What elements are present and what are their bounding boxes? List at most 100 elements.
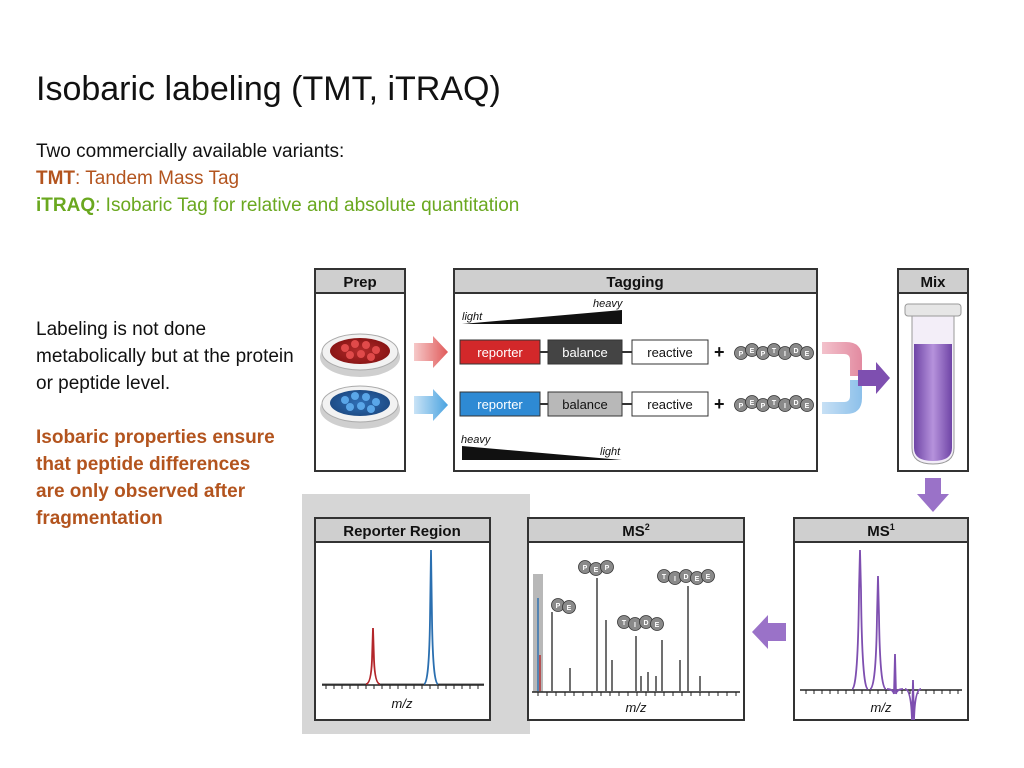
light-label-bottom: light	[600, 446, 621, 458]
residue-letter: E	[706, 574, 711, 581]
ms2-xlabel: m/z	[626, 700, 647, 715]
plus-sign-2: +	[714, 394, 725, 414]
plus-sign-1: +	[714, 342, 725, 362]
residue-bead: P	[600, 560, 614, 574]
heavy-label-top: heavy	[593, 298, 624, 310]
reporter-region-header: Reporter Region	[343, 523, 461, 540]
ms1-peak	[886, 653, 904, 695]
residue-letter: E	[655, 622, 660, 629]
residue-letter: P	[556, 603, 561, 610]
ms1-header: MS1	[867, 522, 895, 540]
residue-bead: E	[690, 571, 704, 585]
balance-label-light: balance	[562, 397, 608, 412]
reporter-peak-red	[365, 627, 381, 685]
tmt-line: TMT: Tandem Mass Tag	[36, 165, 519, 192]
residue-letter: T	[772, 400, 777, 407]
tmt-desc: : Tandem Mass Tag	[75, 168, 240, 189]
residue-letter: D	[643, 620, 648, 627]
itraq-line: iTRAQ: Isobaric Tag for relative and abs…	[36, 192, 519, 219]
ms1-peak	[904, 679, 922, 721]
reactive-label-2: reactive	[647, 397, 693, 412]
itraq-desc: : Isobaric Tag for relative and absolute…	[95, 195, 520, 216]
reporter-label-red: reporter	[477, 345, 523, 360]
residue-letter: T	[772, 348, 777, 355]
heavy-label-bottom: heavy	[461, 434, 492, 446]
residue-letter: D	[683, 574, 688, 581]
petri-dish-blue	[320, 385, 400, 429]
residue-letter: I	[784, 403, 786, 410]
residue-letter: P	[761, 351, 766, 358]
ms1-peak	[869, 575, 887, 690]
residue-letter: E	[594, 567, 599, 574]
ms1-panel: MS1 m/z	[793, 517, 969, 721]
residue-letter: T	[662, 574, 667, 581]
emphasis-text: Isobaric properties ensure that peptide …	[36, 427, 275, 529]
merge-arrow	[822, 342, 890, 414]
residue-bead: D	[789, 343, 803, 357]
itraq-abbr: iTRAQ	[36, 195, 96, 216]
note-text: Labeling is not done metabolically but a…	[36, 319, 294, 394]
ms1-peak	[851, 549, 869, 690]
balance-label-dark: balance	[562, 345, 608, 360]
reporter-label-blue: reporter	[477, 397, 523, 412]
residue-letter: D	[793, 348, 798, 355]
ms2-header: MS2	[622, 522, 650, 540]
arrow-right-icon	[414, 389, 448, 421]
residue-letter: E	[805, 351, 810, 358]
mass-wedge-bottom	[462, 446, 622, 460]
reporter-region-panel: Reporter Region m/z	[314, 517, 491, 721]
residue-bead: T	[617, 615, 631, 629]
residue-bead: E	[800, 398, 814, 412]
residue-bead: E	[800, 346, 814, 360]
residue-letter: E	[695, 576, 700, 583]
residue-letter: P	[739, 351, 744, 358]
tagging-header: Tagging	[606, 274, 663, 291]
arrow-left-icon	[752, 615, 786, 649]
residue-letter: E	[750, 348, 755, 355]
reactive-label-1: reactive	[647, 345, 693, 360]
petri-dish-red	[320, 333, 400, 377]
prep-header: Prep	[343, 274, 376, 291]
residue-bead: P	[734, 346, 748, 360]
tmt-abbr: TMT	[36, 168, 76, 189]
reporter-peak-blue	[423, 549, 439, 685]
mix-header: Mix	[920, 274, 946, 291]
residue-letter: P	[583, 565, 588, 572]
arrow-right-icon	[858, 362, 890, 394]
arrow-down-icon	[917, 478, 949, 512]
slide-title: Isobaric labeling (TMT, iTRAQ)	[36, 70, 501, 108]
residue-bead: E	[562, 600, 576, 614]
residue-letter: E	[750, 400, 755, 407]
residue-bead: E	[650, 617, 664, 631]
reporter-region-xlabel: m/z	[392, 696, 413, 711]
residue-letter: E	[567, 605, 572, 612]
residue-bead: E	[701, 569, 715, 583]
tagging-panel: Tagging light heavy reporter balance rea…	[453, 268, 818, 472]
arrow-right-icon	[414, 336, 448, 368]
residue-letter: P	[739, 403, 744, 410]
residue-letter: P	[761, 403, 766, 410]
residue-letter: P	[605, 565, 610, 572]
residue-letter: I	[674, 576, 676, 583]
residue-letter: I	[634, 622, 636, 629]
mix-panel: Mix	[897, 268, 969, 472]
residue-letter: E	[805, 403, 810, 410]
test-tube-icon	[904, 303, 962, 465]
ms1-xlabel: m/z	[871, 700, 892, 715]
intro-text: Two commercially available variants:	[36, 141, 345, 162]
intro-block: Two commercially available variants: TMT…	[36, 138, 519, 219]
residue-letter: D	[793, 400, 798, 407]
residue-letter: T	[622, 620, 627, 627]
prep-panel: Prep	[314, 268, 406, 472]
mass-wedge-top	[462, 310, 622, 324]
light-label-top: light	[462, 311, 483, 323]
residue-letter: I	[784, 351, 786, 358]
